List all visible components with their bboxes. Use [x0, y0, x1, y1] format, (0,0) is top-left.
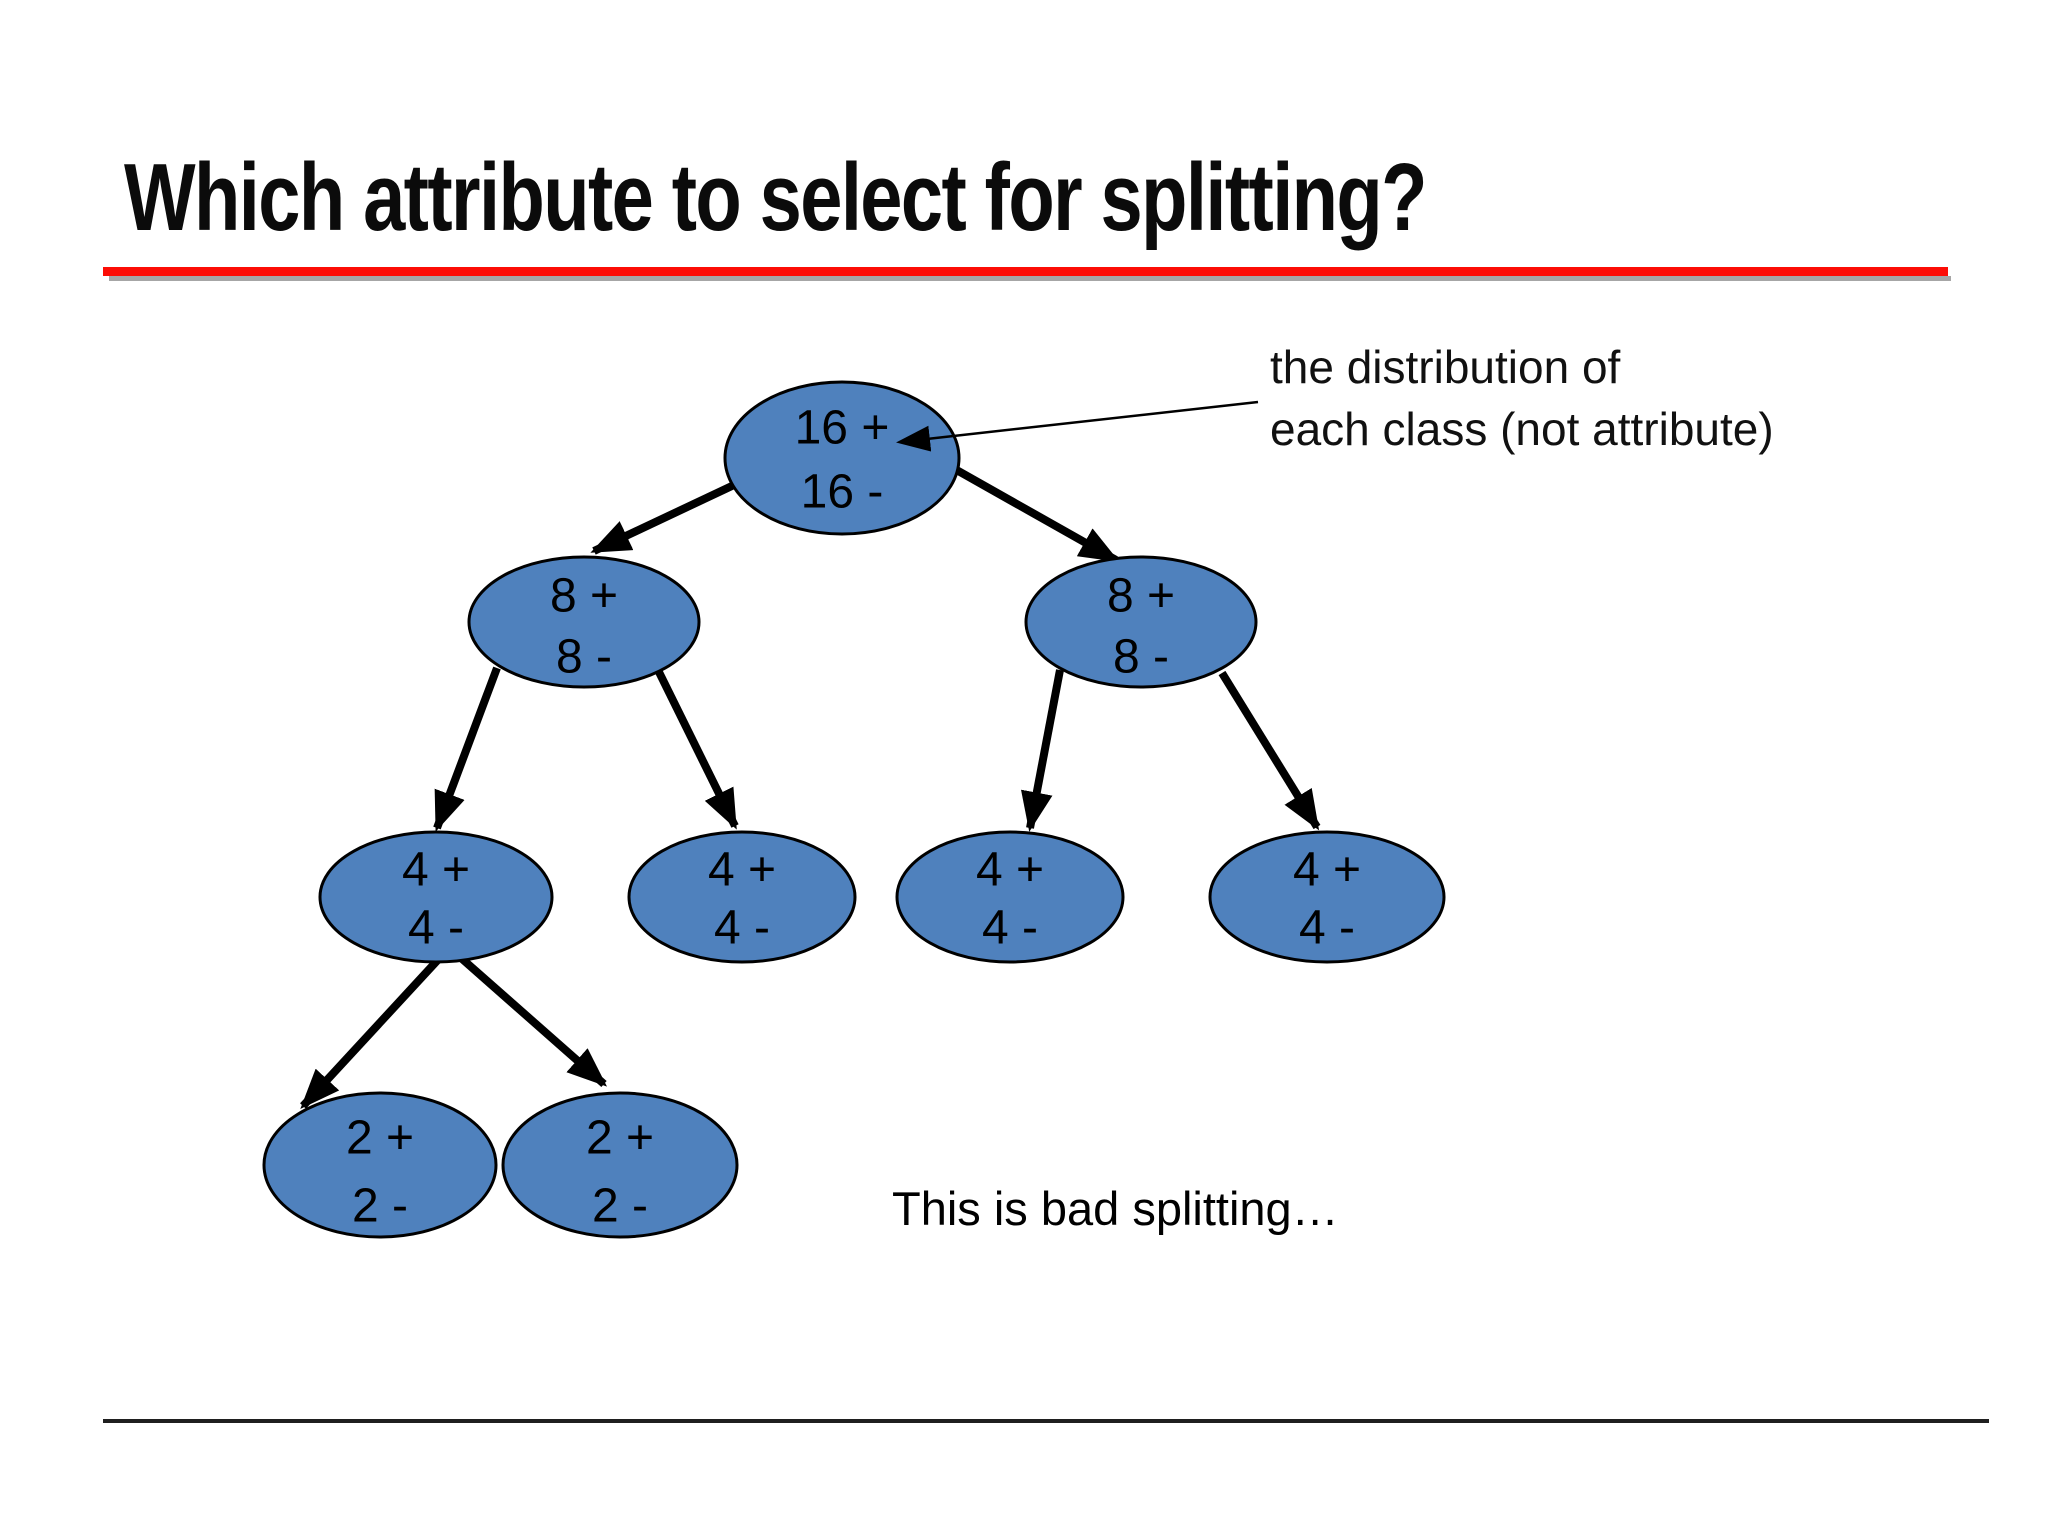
node-label-negative: 8 - [556, 631, 612, 684]
annotation-text: the distribution of each class (not attr… [1270, 336, 1774, 460]
node-ellipse [467, 555, 701, 689]
node-ellipse [501, 1091, 739, 1239]
tree-edge-4a-to-2left [300, 947, 450, 1109]
bottom-divider-line [103, 1419, 1989, 1423]
node-label-positive: 2 + [586, 1112, 654, 1165]
node-label-positive: 4 + [402, 844, 470, 897]
tree-edge-left8-to-4b [653, 666, 739, 830]
node-label-positive: 4 + [708, 844, 776, 897]
tree-edge-4a-to-2right [449, 946, 608, 1088]
node-ellipse [895, 830, 1125, 964]
tree-node-level3-right: 2 + 2 - [501, 1091, 739, 1239]
annotation-line-2: each class (not attribute) [1270, 403, 1774, 455]
tree-node-level2-c: 4 + 4 - [895, 830, 1125, 964]
node-ellipse [723, 380, 961, 536]
tree-edges [300, 451, 1321, 1109]
node-label-positive: 16 + [795, 402, 890, 455]
caption-text: This is bad splitting… [892, 1182, 1339, 1235]
node-label-positive: 2 + [346, 1112, 414, 1165]
title-underline-shadow [109, 276, 1951, 281]
slide-title: Which attribute to select for splitting? [124, 144, 1428, 251]
node-ellipse [262, 1091, 498, 1239]
tree-edge-left8-to-4a [433, 666, 501, 832]
annotation-arrow [896, 400, 1259, 452]
node-ellipse [318, 830, 554, 964]
node-label-negative: 2 - [592, 1180, 648, 1233]
node-label-negative: 4 - [408, 902, 464, 955]
node-label-positive: 8 + [550, 570, 618, 623]
tree-edge-right8-to-4c [1020, 669, 1064, 832]
node-label-positive: 4 + [976, 844, 1044, 897]
annotation-line-1: the distribution of [1270, 341, 1621, 393]
tree-node-level1-left: 8 + 8 - [467, 555, 701, 689]
node-ellipse [1208, 830, 1446, 964]
tree-node-level3-left: 2 + 2 - [262, 1091, 498, 1239]
node-ellipse [1024, 555, 1258, 689]
tree-node-root: 16 + 16 - [723, 380, 961, 536]
tree-node-level2-d: 4 + 4 - [1208, 830, 1446, 964]
node-label-negative: 4 - [714, 902, 770, 955]
title-underline-accent [103, 267, 1948, 276]
tree-node-level1-right: 8 + 8 - [1024, 555, 1258, 689]
node-label-negative: 8 - [1113, 631, 1169, 684]
node-label-negative: 2 - [352, 1180, 408, 1233]
tree-edge-root-to-right [928, 451, 1120, 564]
tree-node-level2-a: 4 + 4 - [318, 830, 554, 964]
node-label-positive: 8 + [1107, 570, 1175, 623]
tree-edge-right8-to-4d [1218, 670, 1321, 831]
node-label-negative: 4 - [982, 902, 1038, 955]
node-ellipse [627, 830, 857, 964]
node-label-negative: 16 - [801, 466, 884, 519]
tree-nodes: 16 + 16 - 8 + 8 - 8 + 8 - 4 + 4 - 4 + [262, 380, 1446, 1239]
tree-node-level2-b: 4 + 4 - [627, 830, 857, 964]
node-label-positive: 4 + [1293, 844, 1361, 897]
node-label-negative: 4 - [1299, 902, 1355, 955]
